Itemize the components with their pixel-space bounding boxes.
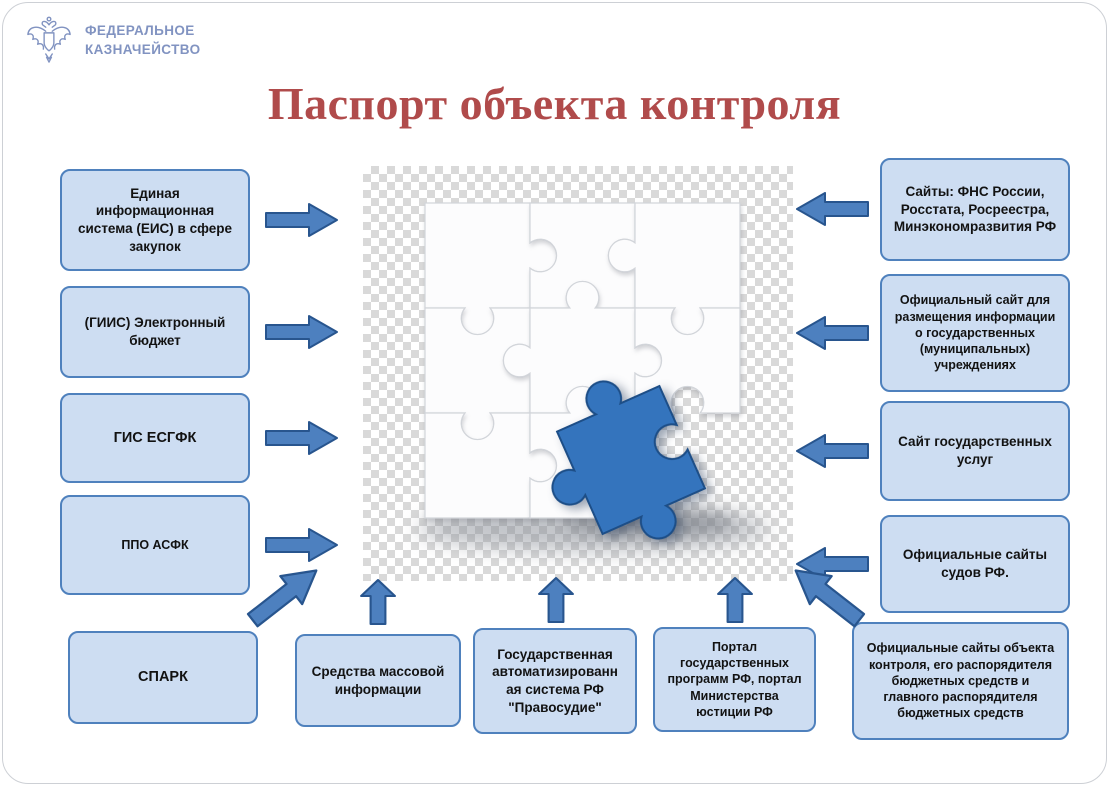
box-control-object-sites: Официальные сайты объекта контроля, его … xyxy=(852,622,1069,740)
puzzle-image xyxy=(418,202,768,552)
arrow-media-icon xyxy=(359,579,397,625)
box-gov-programs-portal: Портал государственных программ РФ, порт… xyxy=(653,627,816,732)
box-ppo-asfk: ППО АСФК xyxy=(60,495,250,595)
page-title: Паспорт объекта контроля xyxy=(267,78,842,129)
transparency-checkerboard xyxy=(363,166,793,581)
arrow-esgfk-icon xyxy=(265,420,339,456)
box-court-sites: Официальные сайты судов РФ. xyxy=(880,515,1070,613)
treasury-logo-text: ФЕДЕРАЛЬНОЕ КАЗНАЧЕЙСТВО xyxy=(85,22,200,60)
box-gis-esgfk: ГИС ЕСГФК xyxy=(60,393,250,483)
arrow-giis-icon xyxy=(265,314,339,350)
box-gov-services-site: Сайт государственных услуг xyxy=(880,401,1070,501)
box-gas-pravosudie: Государственная автоматизированн ая сист… xyxy=(473,628,637,734)
arrow-asfk-icon xyxy=(265,527,339,563)
treasury-logo: ФЕДЕРАЛЬНОЕ КАЗНАЧЕЙСТВО xyxy=(23,15,200,67)
treasury-emblem-icon xyxy=(27,16,71,63)
arrow-courts-icon xyxy=(795,546,869,582)
box-eis-procurement: Единая информационная система (ЕИС) в сф… xyxy=(60,169,250,271)
arrow-institutions-icon xyxy=(795,315,869,351)
arrow-spark-icon xyxy=(240,553,331,636)
box-fns-rosstat-rosreestr-sites: Сайты: ФНС России, Росстата, Росреестра,… xyxy=(880,158,1070,261)
treasury-logo-line2: КАЗНАЧЕЙСТВО xyxy=(85,42,201,57)
box-spark: СПАРК xyxy=(68,631,258,724)
arrow-fns-icon xyxy=(795,191,869,227)
arrow-programs-icon xyxy=(716,577,754,623)
treasury-logo-line1: ФЕДЕРАЛЬНОЕ xyxy=(85,23,195,39)
arrow-services-icon xyxy=(795,433,869,469)
box-mass-media: Средства массовой информации xyxy=(295,634,461,727)
arrow-object-sites-icon xyxy=(782,553,873,636)
arrow-pravosudie-icon xyxy=(537,577,575,623)
box-official-site-gov-institutions: Официальный сайт для размещения информац… xyxy=(880,274,1070,392)
box-giis-electronic-budget: (ГИИС) Электронный бюджет xyxy=(60,286,250,378)
arrow-eis-icon xyxy=(265,202,339,238)
